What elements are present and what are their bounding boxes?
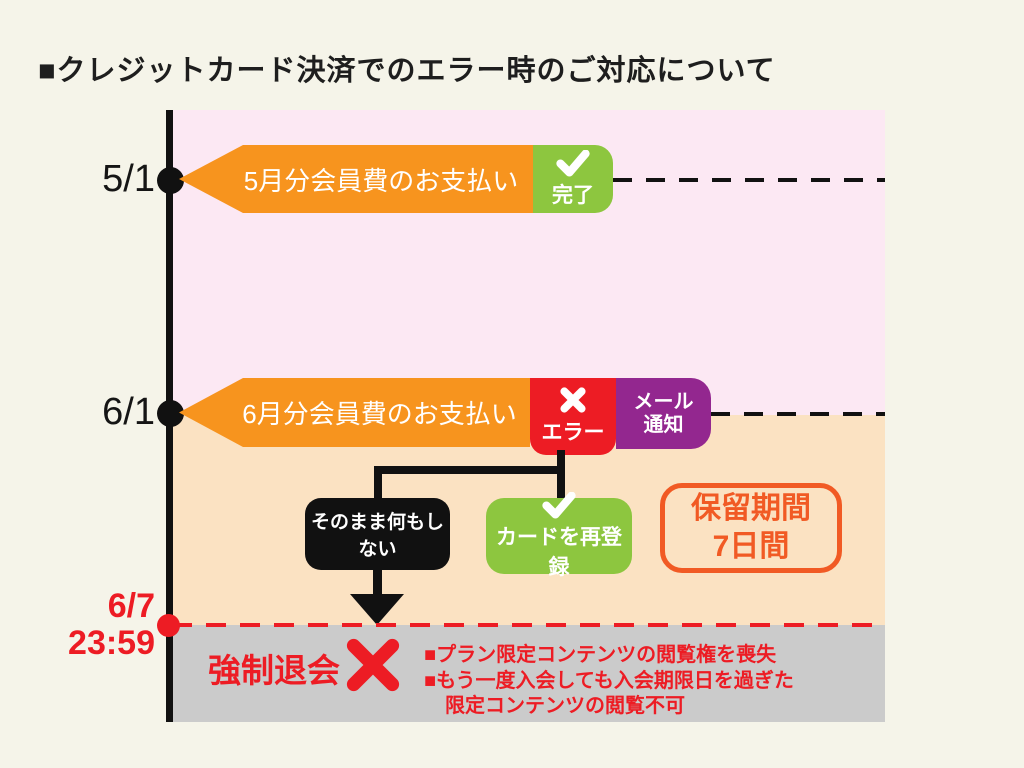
option-do-nothing-label: そのまま何もしない: [310, 512, 444, 560]
penalty-notes: ■プラン限定コンテンツの閲覧権を喪失 ■もう一度入会しても入会期限日を過ぎた 限…: [424, 643, 794, 720]
banner-may-payment: 5月分会員費のお支払い: [179, 145, 533, 213]
deadline-label: 6/7 23:59: [40, 588, 155, 662]
penalty-note-1: ■プラン限定コンテンツの閲覧権を喪失: [424, 644, 777, 666]
badge-mail-notice: メール 通知: [616, 378, 711, 449]
option-reregister-card: カードを再登録: [486, 491, 632, 579]
banner-may-payment-label: 5月分会員費のお支払い: [243, 165, 519, 196]
timeline-dot-deadline: [157, 614, 180, 637]
check-icon: [556, 149, 590, 177]
timeline-dot-june: [157, 400, 184, 427]
banner-june-payment: 6月分会員費のお支払い: [179, 378, 530, 447]
connector-error-down: [557, 450, 565, 502]
dashed-line-deadline: [172, 623, 885, 627]
forced-withdrawal-label: 強制退会: [208, 652, 340, 689]
down-arrow-icon: [350, 594, 404, 625]
status-badge-complete-label: 完了: [552, 183, 594, 207]
badge-mail-notice-line1: メール: [633, 390, 694, 413]
deadline-date: 6/7: [107, 587, 155, 625]
option-reregister-card-label: カードを再登録: [496, 525, 622, 579]
status-badge-error: エラー: [530, 378, 616, 455]
hold-period-line2: 7日間: [712, 530, 790, 563]
option-do-nothing: そのまま何もしない: [305, 498, 450, 570]
dashed-line-june: [711, 412, 885, 416]
dashed-line-may: [613, 178, 885, 182]
timeline-dot-may: [157, 167, 184, 194]
connector-branch: [374, 466, 565, 474]
penalty-note-3: 限定コンテンツの閲覧不可: [445, 695, 685, 717]
hold-period-line1: 保留期間: [691, 492, 811, 525]
down-arrow-stem: [373, 570, 382, 596]
penalty-note-2: ■もう一度入会しても入会期限日を過ぎた: [424, 669, 794, 692]
deadline-time: 23:59: [68, 624, 155, 662]
big-x-icon: [344, 636, 402, 694]
status-badge-error-label: エラー: [541, 421, 605, 444]
date-label-june: 6/1: [102, 391, 155, 433]
check-icon: [542, 491, 576, 519]
connector-left-down: [374, 466, 382, 502]
date-label-may: 5/1: [102, 158, 155, 200]
hold-period-box: 保留期間 7日間: [660, 483, 842, 573]
badge-mail-notice-line2: 通知: [643, 413, 684, 436]
zone-after-deadline: [172, 625, 885, 722]
banner-june-payment-label: 6月分会員費のお支払い: [242, 399, 517, 429]
x-icon: [560, 387, 586, 413]
page-title: ■クレジットカード決済でのエラー時のご対応について: [38, 55, 776, 87]
status-badge-complete: 完了: [533, 145, 613, 213]
